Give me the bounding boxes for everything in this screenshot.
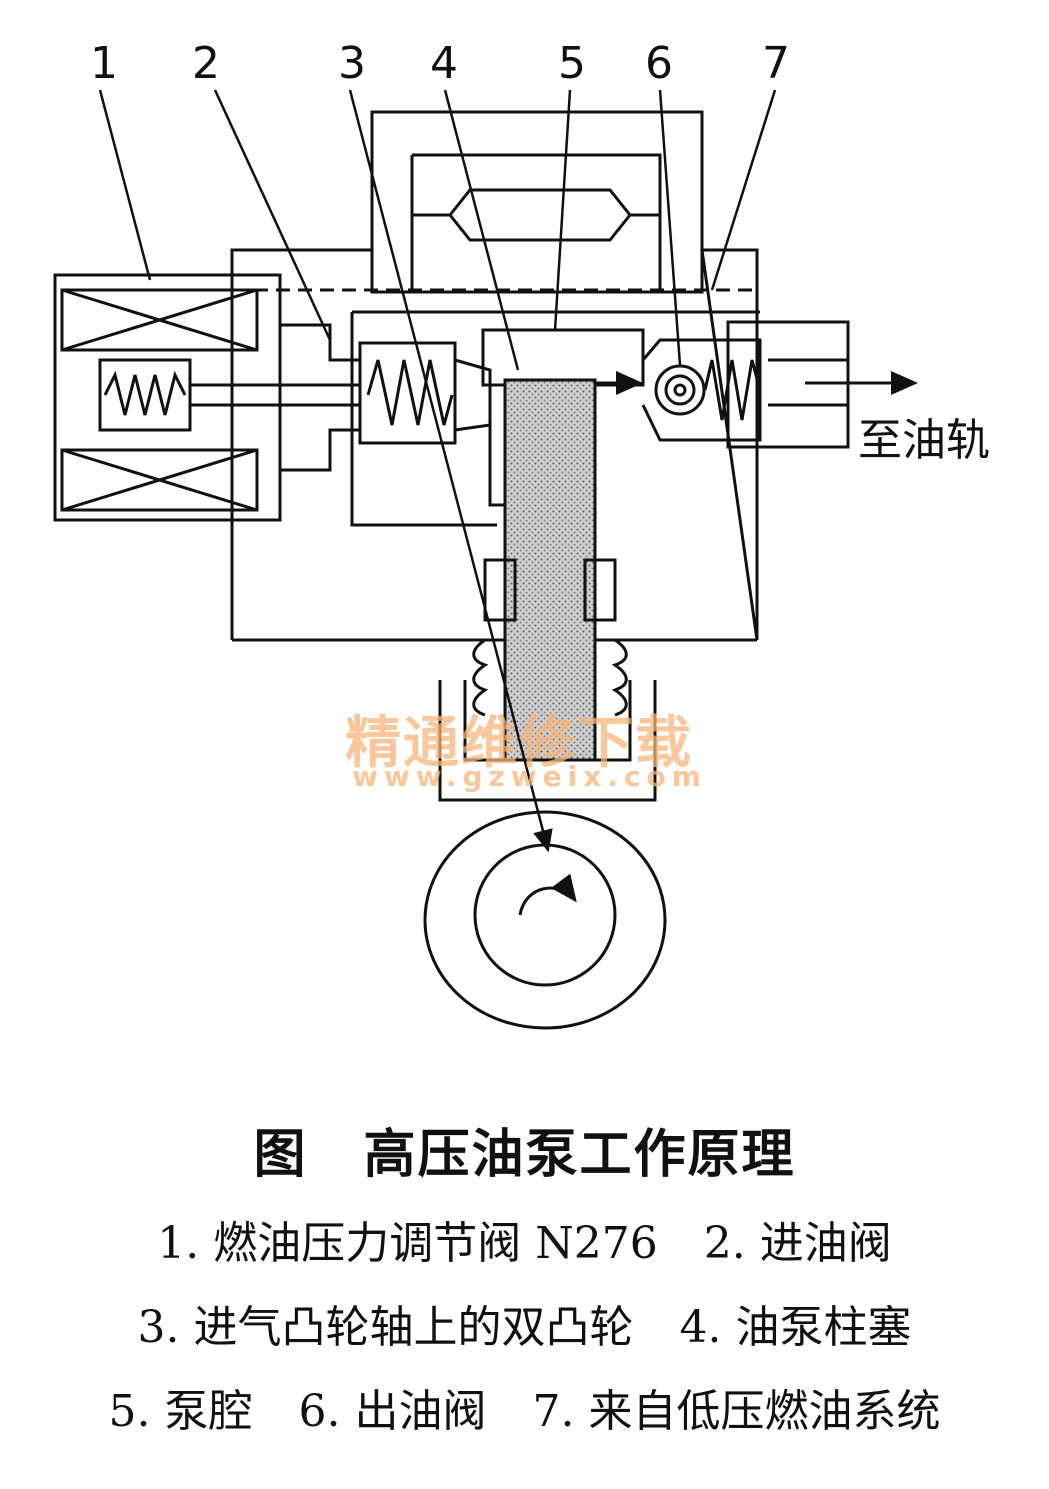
outlet-valve [590,320,918,449]
callout-7: 7 [762,38,790,89]
legend-line-2: 3. 进气凸轮轴上的双凸轮 4. 油泵柱塞 [0,1291,1049,1355]
top-housing [370,110,704,294]
watermark-url: www.gzweix.com [352,760,707,793]
legend-item-2: 2. 进油阀 [703,1218,892,1269]
callout-2: 2 [192,38,220,89]
legend-item-3: 3. 进气凸轮轴上的双凸轮 [137,1302,634,1353]
outlet-label: 至油轨 [858,415,990,466]
legend-item-1: 1. 燃油压力调节阀 N276 [157,1218,658,1269]
pump-plunger [472,378,628,762]
legend-line-1: 1. 燃油压力调节阀 N276 2. 进油阀 [0,1207,1049,1271]
legend-item-5: 5. 泵腔 [108,1386,253,1437]
callout-3: 3 [338,38,366,89]
roller-tappet [438,680,657,802]
callout-numbers: 1 2 3 4 5 6 7 [90,38,790,89]
leader-lines [98,89,777,853]
caption-prefix: 图 [253,1125,308,1185]
caption-title: 高压油泵工作原理 [363,1125,796,1185]
legend-item-6: 6. 出油阀 [298,1386,487,1437]
figure-caption: 图高压油泵工作原理 [0,1112,1049,1187]
callout-5: 5 [558,38,586,89]
callout-4: 4 [430,38,458,89]
legend-item-7: 7. 来自低压燃油系统 [532,1386,941,1437]
legend-item-4: 4. 油泵柱塞 [679,1302,912,1353]
pump-diagram: 1 2 3 4 5 6 7 [53,38,918,1030]
callout-1: 1 [90,38,118,89]
legend-line-3: 5. 泵腔 6. 出油阀 7. 来自低压燃油系统 [0,1375,1049,1439]
inlet-valve [366,359,454,426]
watermark-text: 精通维修下载 [345,711,693,776]
callout-6: 6 [645,38,673,89]
solenoid-valve-n276 [53,273,360,522]
pump-body [230,248,760,642]
double-cam [423,810,667,1030]
